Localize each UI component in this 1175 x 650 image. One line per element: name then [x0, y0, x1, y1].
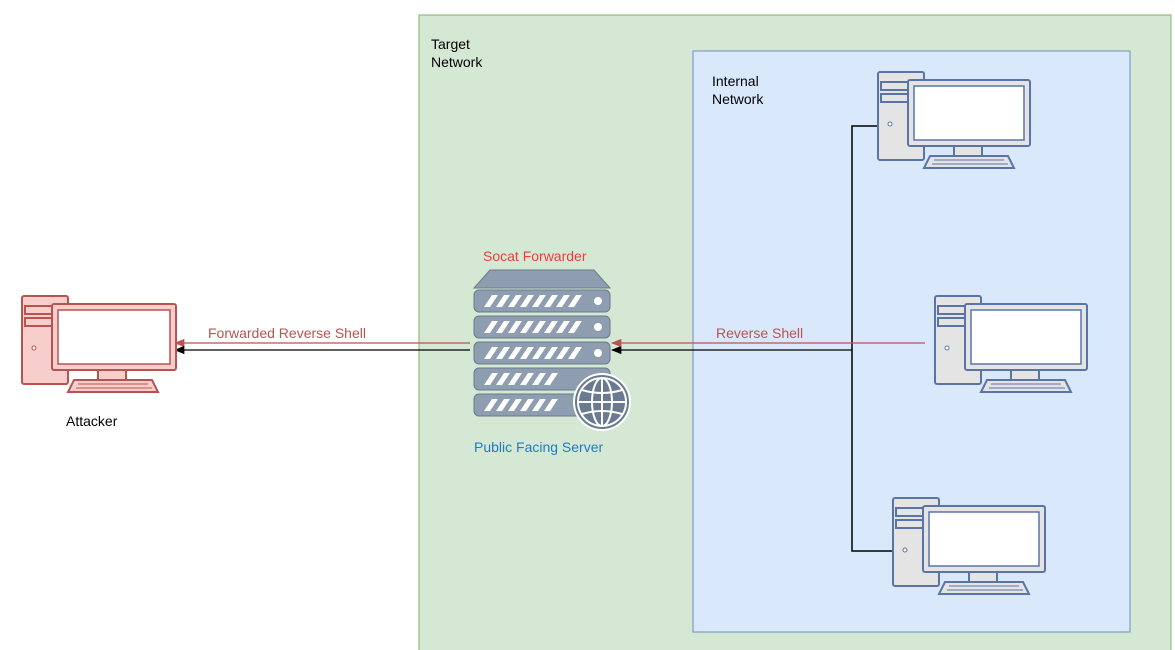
- attacker-computer-icon: [21, 295, 177, 393]
- forwarded-reverse-shell-label: Forwarded Reverse Shell: [208, 325, 366, 341]
- public-facing-server-label: Public Facing Server: [474, 439, 604, 455]
- internal-host-computer-icon: [877, 71, 1031, 169]
- socat-forwarder-label: Socat Forwarder: [483, 248, 587, 264]
- internal-host-computer-icon: [934, 295, 1088, 393]
- internal-network-bus-line: [851, 125, 900, 552]
- target-network-label: Target Network: [431, 36, 483, 70]
- internal-network-label: Internal Network: [712, 73, 764, 107]
- reverse-shell-label: Reverse Shell: [716, 325, 804, 341]
- internal-host-computer-icon: [892, 497, 1046, 595]
- public-facing-server-icon: [472, 269, 631, 431]
- attacker-label: Attacker: [66, 413, 118, 429]
- globe-icon: [573, 373, 631, 431]
